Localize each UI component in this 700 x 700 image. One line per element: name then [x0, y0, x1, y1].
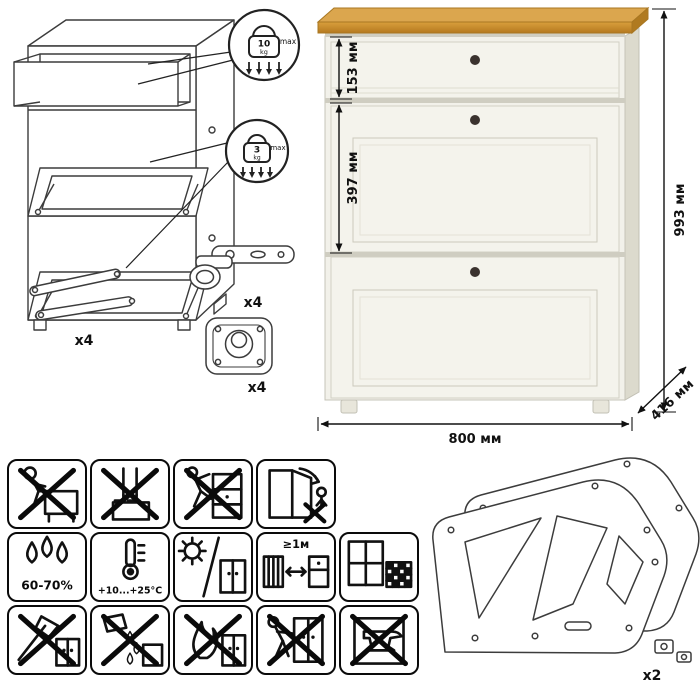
pictogram-row-3 [7, 605, 419, 675]
total-height-label: 993 мм [673, 184, 688, 237]
pictogram-ventilation [339, 532, 419, 602]
flap-max-label: max [270, 144, 285, 152]
pictogram-avoid-sunlight [173, 532, 253, 602]
ventilation-icon [347, 540, 413, 589]
pictogram-no-sitting [7, 459, 87, 529]
top-drawer[interactable] [330, 41, 620, 99]
flap-height-label: 397 мм [346, 152, 361, 205]
pictogram-no-sharp-impact [7, 605, 87, 675]
exploded-cabinet-drawing: 10 kg max 3 kg max [13, 8, 301, 396]
panel-quantity: x2 [643, 668, 662, 684]
cabinet-side [624, 27, 640, 401]
pictogram-tipover-warning [256, 459, 336, 529]
pictogram-no-heavy-load [339, 605, 419, 675]
weight-10kg-icon: 10 kg [248, 25, 280, 58]
wood-top-side [631, 6, 649, 35]
side-panels-drawing: x2 [432, 457, 700, 684]
warning-pictograms: 60-70% +10...+25°C [7, 459, 419, 678]
no-anvil-icon [350, 613, 408, 667]
flap-weight-value: 3 [254, 146, 260, 156]
pressure-arrows [240, 167, 273, 178]
drawer-max-label: max [280, 37, 297, 46]
pictogram-no-standing [90, 459, 170, 529]
humidity-icon: 60-70% [21, 535, 73, 593]
drawer-knob[interactable] [470, 55, 480, 65]
drawer-weight-value: 10 [258, 40, 271, 50]
stay-hardware-icon: x4 [29, 268, 136, 349]
plate-quantity: x4 [248, 380, 267, 396]
pictogram-temperature: +10...+25°C [90, 532, 170, 602]
temperature-value: +10...+25°C [98, 585, 162, 596]
pictogram-no-climbing [173, 459, 253, 529]
min-distance-value: ≥1м [283, 538, 310, 551]
no-standing-icon [101, 467, 159, 521]
humidity-value: 60-70% [21, 579, 72, 593]
right-leg [592, 399, 610, 414]
flap1-open [27, 167, 209, 217]
wood-top-surface [316, 7, 650, 23]
middle-flap[interactable] [330, 105, 620, 253]
bottom-flap[interactable] [330, 256, 620, 399]
no-climbing-icon [184, 466, 243, 521]
wood-top-edge [317, 21, 633, 34]
drawer-front-open [13, 61, 179, 107]
stay-quantity: x4 [75, 333, 94, 349]
flap-weight-callout: 3 kg max [125, 118, 290, 269]
avoid-sunlight-icon [177, 536, 247, 598]
pictogram-no-spills [90, 605, 170, 675]
product-render: 153 мм 397 мм 993 мм 800 мм 416 мм [316, 6, 697, 447]
pictogram-row-1 [7, 459, 419, 529]
no-axe-icon [17, 613, 81, 667]
pictogram-humidity: 60-70% [7, 532, 87, 602]
depth-label: 416 мм [648, 377, 697, 424]
pictogram-no-moving-loaded [256, 605, 336, 675]
flap-weight-unit: kg [253, 155, 260, 162]
pictogram-row-2: 60-70% +10...+25°C [7, 532, 419, 602]
hinge-hardware-icon: x4 [189, 245, 295, 311]
heat-distance-icon: ≥1м [262, 538, 330, 589]
hinge-quantity: x4 [244, 295, 263, 311]
width-label: 800 мм [449, 432, 502, 447]
drawer-weight-callout: 10 kg max [137, 8, 301, 85]
front-panel [432, 479, 668, 654]
pressure-arrows [246, 62, 282, 75]
drawer-weight-unit: kg [260, 48, 268, 56]
cabinet [316, 6, 650, 414]
plate-hardware-icon: x4 [205, 317, 273, 396]
drawer-height-label: 153 мм [346, 42, 361, 95]
temperature-icon: +10...+25°C [98, 538, 162, 596]
panel-fittings [654, 639, 692, 663]
middle-flap-knob[interactable] [470, 115, 480, 125]
no-moving-loaded-icon [267, 613, 325, 667]
left-leg [340, 399, 358, 414]
no-spill-icon [101, 613, 164, 667]
pictogram-heat-distance: ≥1м [256, 532, 336, 602]
no-sitting-icon [18, 466, 79, 523]
pictogram-no-open-flame [173, 605, 253, 675]
bottom-flap-knob[interactable] [470, 267, 480, 277]
weight-3kg-icon: 3 kg [243, 134, 271, 163]
no-open-flame-icon [184, 613, 247, 667]
tipover-warning-icon [268, 467, 328, 524]
